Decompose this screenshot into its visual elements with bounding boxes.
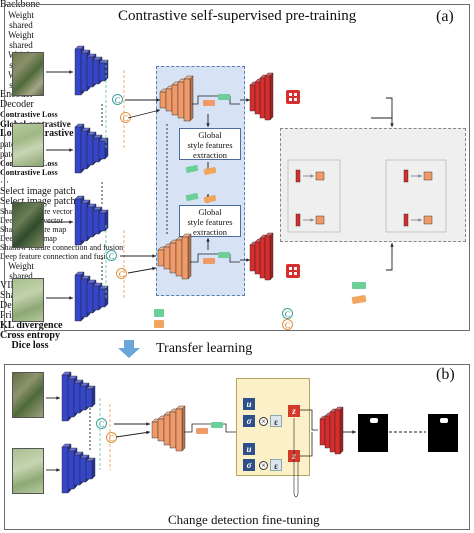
- cross-entropy-label: Cross entropy: [0, 330, 60, 341]
- select-patch-label-top: Select image patch: [0, 186, 76, 197]
- transfer-learning-label: Transfer learning: [156, 341, 253, 356]
- legend-deep-connection-icon: C: [282, 319, 293, 330]
- satellite-image-b1: [12, 372, 44, 418]
- vib-label: VIB: [0, 280, 18, 291]
- truth-change-region: [440, 418, 448, 423]
- panel-a-label: (a): [436, 8, 454, 25]
- vib-sigma-icon-shallow: σ: [243, 415, 255, 427]
- transfer-arrow-icon: [118, 340, 140, 358]
- legend-shallow-connection: Shallow feature connection and fusion: [0, 243, 124, 252]
- local-contrastive-region: [280, 128, 466, 242]
- vib-epsilon-icon-shallow: ε: [270, 415, 282, 427]
- legend-deep-connection: Deep feature connection and fusion: [0, 252, 114, 261]
- image-patch-icon-top: [286, 90, 300, 104]
- panel-b-title: Change detection fine-tuning: [168, 512, 320, 527]
- satellite-image-t2: [12, 123, 44, 167]
- satellite-image-t4: [12, 278, 44, 322]
- dice-loss-label: Dice loss: [11, 340, 49, 351]
- shallow-connection-icon: C: [112, 94, 123, 105]
- encoder-region: [156, 66, 245, 296]
- deep-connection-icon: C: [106, 432, 117, 443]
- satellite-image-t1: [12, 52, 44, 96]
- deep-connection-icon: C: [120, 112, 131, 123]
- vib-multiply-icon-deep: ×: [259, 461, 268, 470]
- image-patch-icon-bottom: [286, 264, 300, 278]
- select-patch-label-bottom: Select image patch: [0, 196, 76, 207]
- satellite-image-t3: [12, 202, 44, 248]
- vib-z-icon-shallow: z: [288, 405, 300, 417]
- local-loss-label-2: Contrastive Loss: [0, 168, 58, 177]
- satellite-image-b2: [12, 448, 44, 494]
- shallow-connection-icon: C: [96, 418, 107, 429]
- decoder-label: Decoder: [0, 99, 34, 110]
- vib-mean-icon-deep: u: [243, 443, 255, 455]
- deep-connection-icon: C: [116, 268, 127, 279]
- vib-mean-icon-shallow: u: [243, 398, 255, 410]
- vib-z-icon-deep: z: [288, 450, 300, 462]
- predicted-change-region: [370, 418, 378, 423]
- kl-divergence-label: KL divergence: [0, 320, 63, 331]
- vib-epsilon-icon-deep: ε: [270, 459, 282, 471]
- legend-shallow-connection-icon: C: [282, 308, 293, 319]
- legend-shallow-map-swatch: [154, 309, 164, 317]
- panel-a-title: Contrastive self-supervised pre-training: [118, 8, 357, 24]
- panel-b: [4, 364, 470, 530]
- vib-multiply-icon-shallow: ×: [259, 417, 268, 426]
- contrastive-loss-label: Contrastive Loss: [0, 110, 58, 119]
- panel-b-label: (b): [436, 366, 455, 383]
- legend-shallow-vector-swatch: [352, 282, 366, 289]
- vib-sigma-icon-deep: σ: [243, 459, 255, 471]
- vib-deep-label: Deep: [0, 300, 22, 311]
- legend-deep-map-swatch: [154, 320, 164, 328]
- shallow-connection-icon: C: [106, 250, 117, 261]
- panel-a: [4, 4, 470, 331]
